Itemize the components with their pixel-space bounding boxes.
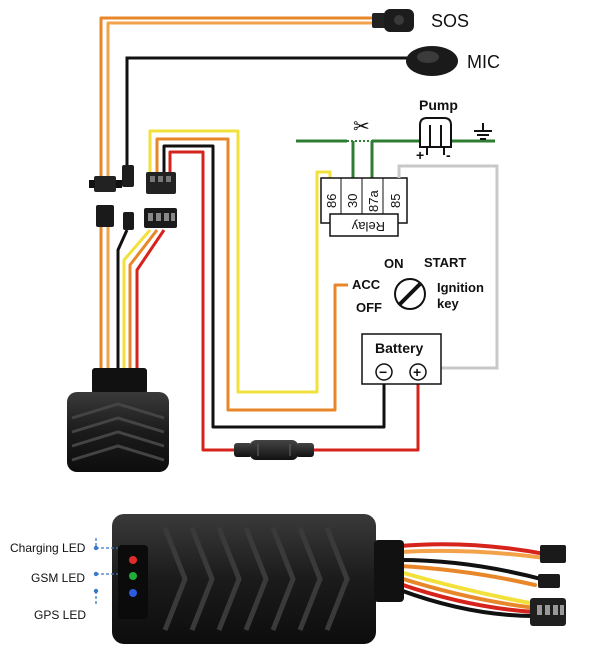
pump-label: Pump bbox=[419, 97, 458, 113]
gps-led-icon bbox=[129, 589, 137, 597]
device-output-connectors bbox=[530, 545, 566, 626]
inline-fuse-icon bbox=[234, 440, 314, 460]
ignition-key-label-1: Ignition bbox=[437, 280, 484, 295]
tracker-device-bottom bbox=[112, 514, 404, 644]
relay-green-wires bbox=[296, 139, 495, 180]
mic-label: MIC bbox=[467, 52, 500, 72]
relay-85-ground-wire bbox=[397, 164, 499, 370]
ignition-start-label: START bbox=[424, 255, 466, 270]
relay-pin-87a: 87a bbox=[366, 190, 381, 212]
pump-minus: - bbox=[446, 147, 451, 163]
svg-text:✂: ✂ bbox=[353, 116, 370, 138]
relay-pin-85: 85 bbox=[388, 194, 403, 208]
relay-pin-30: 30 bbox=[345, 194, 360, 208]
ignition-key-label-2: key bbox=[437, 296, 459, 311]
scissors-icon: ✂ bbox=[347, 116, 372, 142]
relay-pin-labels: 86 30 87a 85 bbox=[324, 190, 403, 212]
harness-wires bbox=[99, 225, 166, 372]
led-pointer-dots bbox=[93, 545, 99, 594]
device-output-wires bbox=[398, 542, 547, 618]
gps-led-label: GPS LED bbox=[34, 608, 86, 622]
ignition-key-icon bbox=[394, 278, 426, 310]
relay-pin-86: 86 bbox=[324, 194, 339, 208]
battery-minus: − bbox=[379, 364, 387, 380]
sos-wire bbox=[99, 16, 375, 185]
battery-icon bbox=[361, 333, 442, 385]
relay-icon bbox=[320, 177, 408, 237]
pump-icon bbox=[419, 117, 452, 155]
battery-label: Battery bbox=[375, 340, 423, 356]
gsm-led-label: GSM LED bbox=[31, 571, 85, 585]
charging-led-label: Charging LED bbox=[10, 541, 86, 555]
gsm-led-icon bbox=[129, 572, 137, 580]
pump-plus: + bbox=[416, 147, 424, 163]
mic-icon bbox=[406, 46, 458, 76]
ignition-on-label: ON bbox=[384, 256, 404, 271]
ignition-wires bbox=[148, 129, 420, 452]
charging-led-icon bbox=[129, 556, 137, 564]
sos-button-icon bbox=[372, 9, 414, 32]
tracker-device-top bbox=[67, 368, 169, 472]
relay-label: Relay bbox=[351, 219, 385, 234]
ignition-off-label: OFF bbox=[356, 300, 382, 315]
harness-connectors bbox=[89, 165, 177, 230]
mic-wire bbox=[125, 56, 408, 185]
ground-icon bbox=[474, 123, 492, 140]
sos-label: SOS bbox=[431, 11, 469, 31]
ignition-acc-label: ACC bbox=[352, 277, 381, 292]
battery-plus: + bbox=[413, 364, 421, 380]
